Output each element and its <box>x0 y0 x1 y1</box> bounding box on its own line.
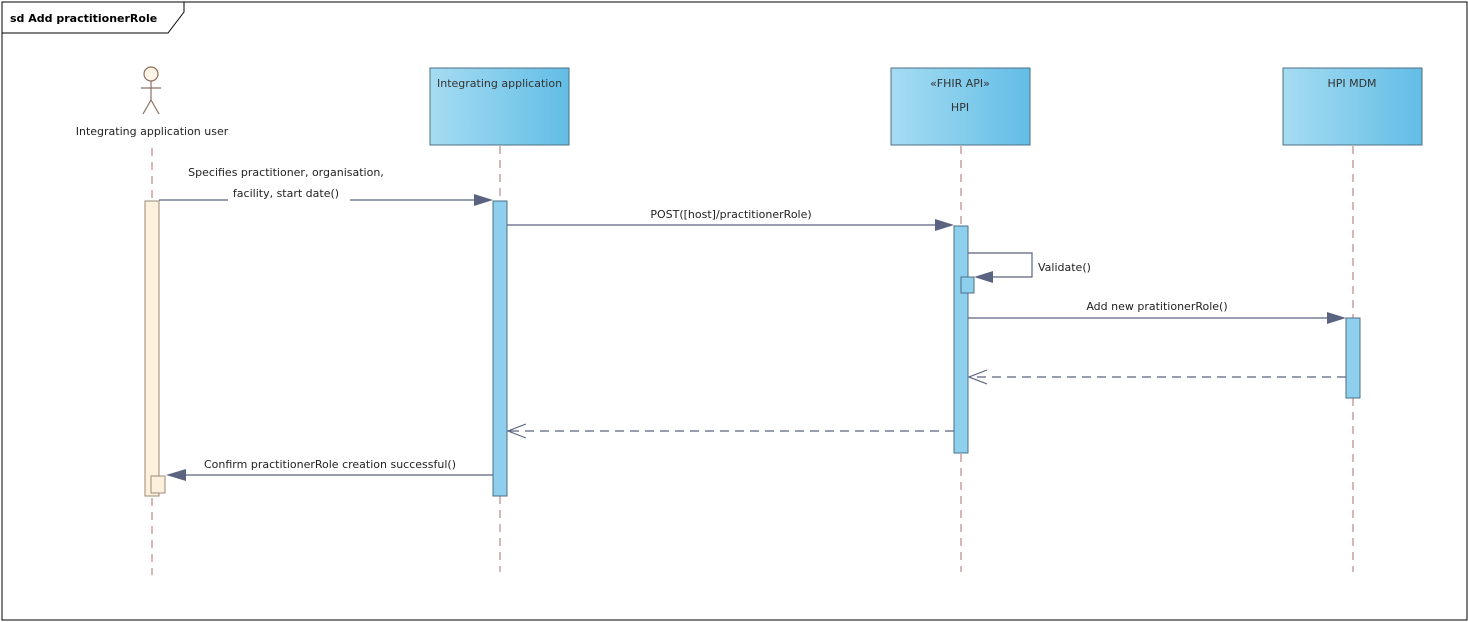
frame-title-tab <box>1 1 185 34</box>
message-add-new: Add new pratitionerRole() <box>968 300 1346 324</box>
activation-user <box>144 200 160 497</box>
participant-hpi: «FHIR API» HPI <box>890 67 1031 146</box>
arrowhead <box>935 219 954 231</box>
message-specifies: Specifies practitioner, organisation, fa… <box>159 166 493 206</box>
message-confirm: Confirm practitionerRole creation succes… <box>166 458 493 481</box>
activation-app <box>492 200 508 497</box>
activation-hpi <box>953 225 969 454</box>
return-mdm-to-hpi <box>967 369 1346 385</box>
message-confirm-label: Confirm practitionerRole creation succes… <box>204 458 456 471</box>
participant-mdm: HPI MDM <box>1282 67 1423 146</box>
frame-title: sd Add practitionerRole <box>10 12 157 25</box>
open-arrowhead <box>967 369 988 385</box>
activation-mdm <box>1345 317 1361 399</box>
message-post-label: POST([host]/practitionerRole) <box>650 208 811 221</box>
participant-user-label: Integrating application user <box>76 125 229 138</box>
participant-app-label: Integrating application <box>437 77 562 90</box>
activation-hpi-self <box>960 276 975 294</box>
actor-head <box>143 66 159 82</box>
open-arrowhead <box>506 423 527 439</box>
message-specifies-label-line1: Specifies practitioner, organisation, <box>188 166 384 179</box>
message-validate-label: Validate() <box>1038 261 1091 274</box>
participant-app: Integrating application <box>429 67 570 146</box>
participant-hpi-stereotype: «FHIR API» <box>930 77 990 90</box>
arrowhead <box>474 194 493 206</box>
actor-user <box>141 66 161 115</box>
message-post: POST([host]/practitionerRole) <box>507 208 954 231</box>
arrowhead <box>166 469 186 481</box>
message-validate: Validate() <box>968 252 1091 283</box>
message-add-new-label: Add new pratitionerRole() <box>1086 300 1227 313</box>
arrowhead <box>974 271 993 283</box>
participant-hpi-label: HPI <box>951 101 969 114</box>
message-specifies-label-line2: facility, start date() <box>233 187 339 200</box>
return-hpi-to-app <box>506 423 954 439</box>
arrowhead <box>1327 312 1346 324</box>
participant-mdm-label: HPI MDM <box>1327 77 1376 90</box>
activation-user-return <box>150 475 166 494</box>
